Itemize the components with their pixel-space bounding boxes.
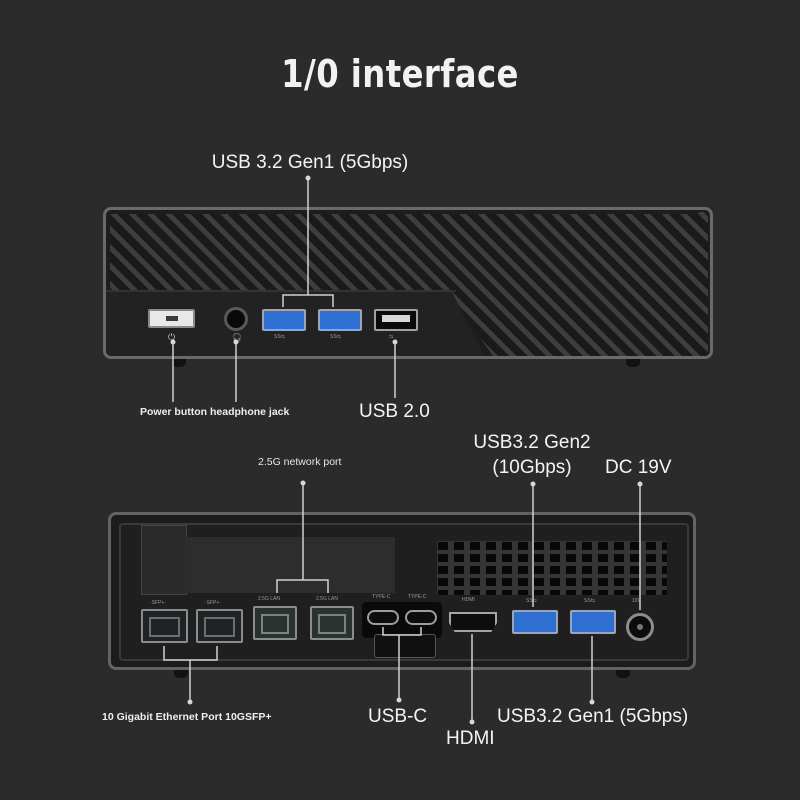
back-vent-grid (437, 541, 667, 595)
foot-right (626, 359, 640, 367)
typec-port-2[interactable] (405, 610, 437, 625)
label-ethernet-10g: 10 Gigabit Ethernet Port 10GSFP+ (102, 711, 272, 723)
back-usb32-gen1-port[interactable] (570, 610, 616, 634)
typec-label-2: TYPE-C (408, 594, 427, 600)
lan-port-2[interactable] (310, 606, 354, 640)
typec-port-1[interactable] (367, 610, 399, 625)
power-button[interactable] (148, 309, 195, 328)
label-hdmi: HDMI (446, 728, 495, 749)
usbc-latch (374, 634, 436, 658)
label-front-usb32-gen1: USB 3.2 Gen1 (5Gbps) (211, 152, 409, 173)
io-shield (185, 537, 395, 593)
label-power-headphone: Power button headphone jack (140, 406, 290, 418)
back-foot-right (616, 670, 630, 678)
ss-label-back-1: SS⇆ (526, 598, 537, 604)
front-usb2-port[interactable] (374, 309, 418, 331)
page-title: 1/0 interface (281, 52, 519, 96)
headphone-icon: 🎧 (232, 333, 242, 342)
ss-icon-1: SS⇆ (274, 334, 285, 340)
hdmi-port[interactable] (449, 612, 497, 632)
dc-jack[interactable] (626, 613, 654, 641)
sfp-port-2[interactable] (196, 609, 243, 643)
back-usb32-gen2-port[interactable] (512, 610, 558, 634)
sfp-label-2: ·SFP+· (205, 600, 221, 606)
ss-icon-2: SS⇆ (330, 334, 341, 340)
label-usb32-gen2-line1: USB3.2 Gen2 (473, 432, 591, 453)
label-front-usb20: USB 2.0 (359, 401, 430, 422)
front-usb3-port-2[interactable] (318, 309, 362, 331)
lan-label-1: 2.5G LAN (258, 596, 280, 602)
label-dc-19v: DC 19V (605, 457, 672, 478)
label-usb32-gen2-line2: (10Gbps) (492, 457, 572, 478)
lan-label-2: 2.5G LAN (316, 596, 338, 602)
dc-port-label: 19V (632, 598, 641, 604)
ss-label-back-2: SS⇆ (584, 598, 595, 604)
back-foot-left (174, 670, 188, 678)
headphone-jack[interactable] (224, 307, 248, 331)
power-icon: ⏻ (168, 332, 176, 342)
sfp-port-1[interactable] (141, 609, 188, 643)
lan-port-1[interactable] (253, 606, 297, 640)
label-network-25g: 2.5G network port (258, 456, 342, 468)
label-back-usb32-gen1: USB3.2 Gen1 (5Gbps) (497, 706, 689, 727)
typec-label-1: TYPE-C (372, 594, 391, 600)
foot-left (172, 359, 186, 367)
label-usbc: USB-C (368, 706, 428, 727)
front-usb3-port-1[interactable] (262, 309, 306, 331)
usb-icon: ⇆ (389, 334, 394, 340)
hdmi-port-label: HDMI (462, 597, 475, 603)
sfp-label-1: ·SFP+· (150, 600, 166, 606)
